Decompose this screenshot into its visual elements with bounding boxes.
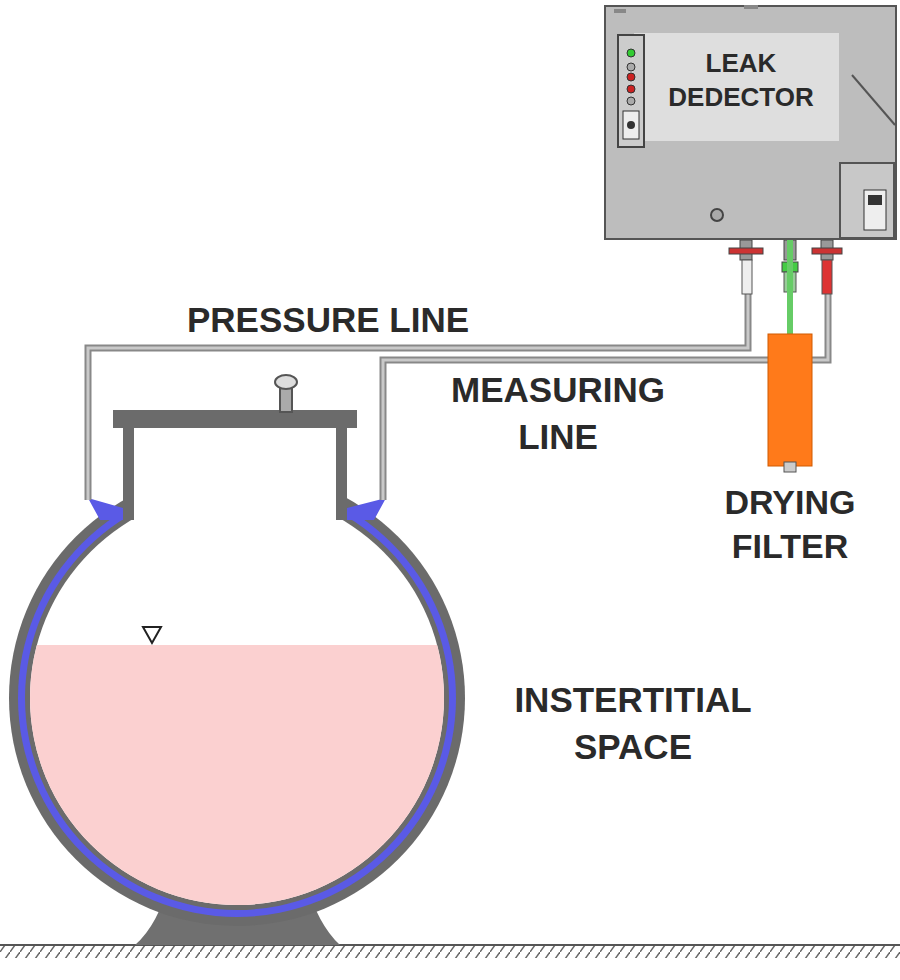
pressure-line-core — [88, 292, 748, 500]
filter-cylinder — [700, 300, 880, 475]
line-label: PRESSURE LINE — [128, 296, 528, 343]
level-mark — [143, 627, 161, 643]
part-label: DRYING FILTER — [700, 480, 880, 568]
valve-fittings — [729, 240, 842, 294]
filter-tube — [787, 240, 793, 334]
drying-filter: DRYING FILTER — [700, 300, 880, 573]
manhole-lid — [113, 410, 357, 428]
outer-shell — [9, 470, 465, 926]
line-label: MEASURING LINE — [408, 366, 708, 461]
ground-hatch — [0, 946, 900, 958]
pressure-line — [88, 292, 748, 500]
leak-detector-box: LEAK DEDECTOR — [604, 5, 897, 240]
vent-cap — [275, 375, 297, 389]
device-title: LEAK DEDECTOR — [648, 47, 834, 115]
region-label: INSTERTITIAL SPACE — [463, 676, 803, 771]
liquid — [20, 645, 460, 915]
detector-housing — [604, 5, 897, 240]
neck-inside — [134, 428, 336, 538]
neck-ports — [88, 498, 386, 520]
